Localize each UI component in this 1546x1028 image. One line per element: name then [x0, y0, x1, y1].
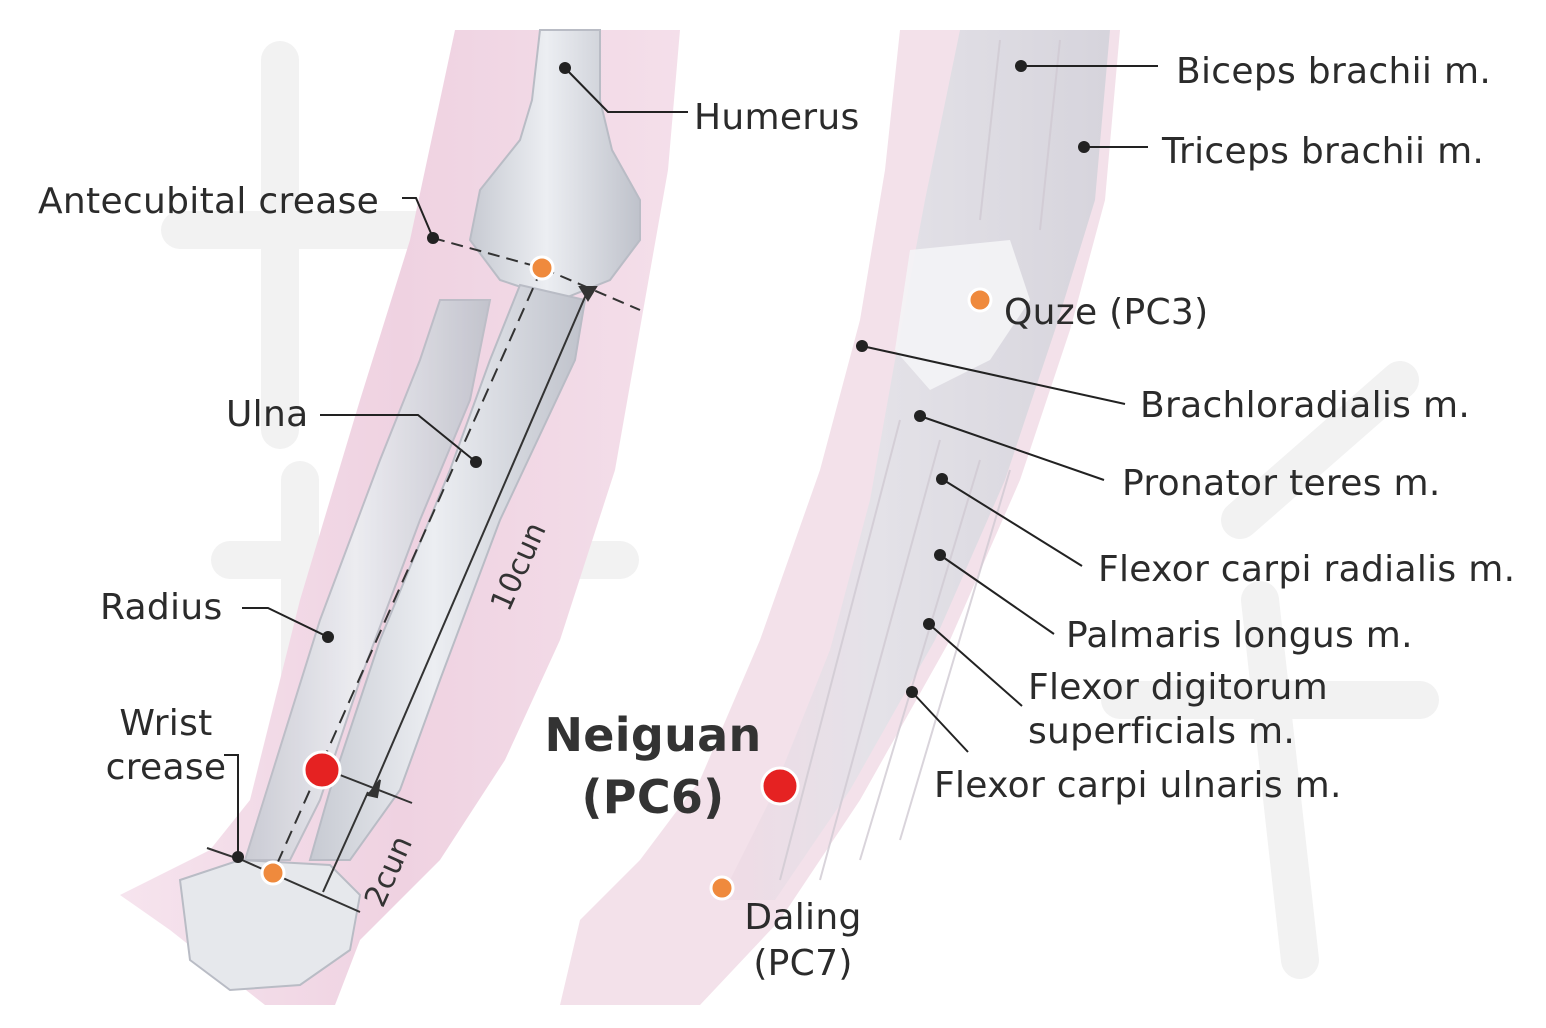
quze-point [967, 287, 993, 313]
ulna-bone [308, 283, 587, 861]
antecubital-point [529, 255, 555, 281]
acupoints [260, 255, 993, 901]
daling-point [709, 875, 735, 901]
flexor-carpi-radialis-label: Flexor carpi radialis m. [1098, 549, 1516, 590]
humerus-label: Humerus [694, 97, 860, 138]
daling-label-line2: (PC7) [753, 943, 853, 984]
daling-label-line1: Daling [744, 897, 862, 938]
cubital-fossa [895, 240, 1030, 390]
radius-bone [243, 299, 492, 861]
muscle-striations [779, 39, 1061, 881]
ulna-label: Ulna [226, 394, 309, 435]
triceps-label: Triceps brachii m. [1162, 131, 1485, 172]
antecubital-label: Antecubital crease [38, 181, 380, 222]
wrist-crease-label-line2: crease [105, 747, 227, 788]
neiguan-point-right [760, 766, 800, 806]
leader-dots [232, 60, 1090, 863]
neiguan-point-left [302, 750, 342, 790]
palmaris-longus-label: Palmaris longus m. [1066, 615, 1413, 656]
brachioradialis-label: Brachloradialis m. [1140, 385, 1471, 426]
wrist-point [260, 860, 286, 886]
wrist-crease-label-line1: Wrist [119, 703, 213, 744]
flexor-carpi-ulnaris-label: Flexor carpi ulnaris m. [934, 765, 1342, 806]
flexor-digitorum-label-line2: superficials m. [1028, 711, 1296, 752]
leader-lines [224, 65, 1158, 857]
flexor-digitorum-label-line1: Flexor digitorum [1028, 667, 1329, 708]
quze-label: Quze (PC3) [1004, 292, 1209, 333]
biceps-label: Biceps brachii m. [1176, 51, 1492, 92]
neiguan-label-line2: (PC6) [581, 770, 725, 824]
pronator-teres-label: Pronator teres m. [1122, 463, 1441, 504]
neiguan-label-line1: Neiguan [544, 708, 762, 762]
watermark [161, 41, 1439, 979]
radius-label: Radius [100, 587, 223, 628]
